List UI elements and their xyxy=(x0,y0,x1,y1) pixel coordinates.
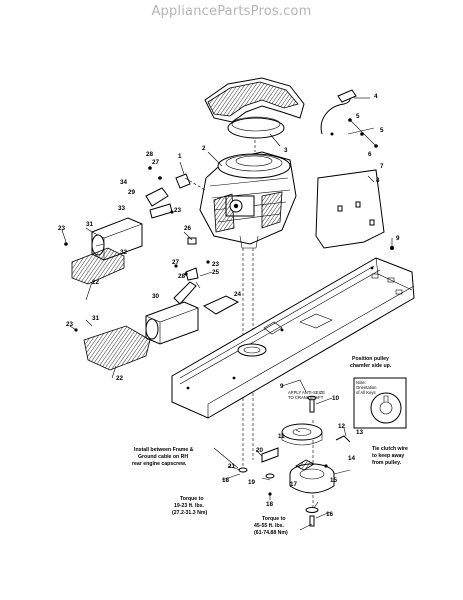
callout-18b: 18 xyxy=(266,501,274,508)
callout-3: 3 xyxy=(284,147,288,154)
watermark-text: AppliancePartsPros.com xyxy=(151,4,312,19)
callout-19: 19 xyxy=(248,479,256,486)
note-torque-b: Torque to 45-55 ft. lbs. (61-74.88 Nm) xyxy=(254,516,288,536)
callout-15: 15 xyxy=(330,477,338,484)
callout-23d: 23 xyxy=(212,261,220,268)
callout-32: 32 xyxy=(120,249,128,256)
callout-23b: 23 xyxy=(174,207,182,214)
callout-7: 7 xyxy=(380,163,384,170)
svg-text:TO CRANKSHAFT: TO CRANKSHAFT xyxy=(288,395,324,400)
svg-text:Install between Frame &: Install between Frame & xyxy=(134,447,194,453)
callout-9b: 9 xyxy=(280,383,284,390)
svg-text:chamfer side up.: chamfer side up. xyxy=(350,363,392,369)
callout-5: 5 xyxy=(356,113,360,120)
svg-text:(27.2-31.3 Nm): (27.2-31.3 Nm) xyxy=(172,510,207,516)
callout-29: 29 xyxy=(128,189,136,196)
callout-10: 10 xyxy=(332,395,340,402)
tractor-frame xyxy=(171,257,415,419)
engine-pulley xyxy=(281,423,351,446)
svg-text:Note:: Note: xyxy=(356,380,366,385)
callout-18: 18 xyxy=(222,477,230,484)
callout-28b: 28 xyxy=(178,273,186,280)
callout-13: 13 xyxy=(356,429,364,436)
svg-text:of All Keys: of All Keys xyxy=(356,390,376,395)
callout-27b: 27 xyxy=(172,259,180,266)
air-intake-shroud xyxy=(204,77,305,139)
callout-9: 9 xyxy=(396,235,400,242)
callout-30: 30 xyxy=(152,293,160,300)
callout-16: 16 xyxy=(326,511,334,518)
note-keys-orientation: Note: Orientation of All Keys xyxy=(356,380,377,395)
crank-bolt-and-washers xyxy=(238,395,317,496)
svg-text:Position pulley: Position pulley xyxy=(352,356,389,362)
callout-2: 2 xyxy=(202,145,206,152)
svg-text:APPLY ANTI-SEIZE: APPLY ANTI-SEIZE xyxy=(288,390,325,395)
note-pulley-chamfer: Position pulley chamfer side up. xyxy=(350,356,392,369)
callout-31b: 31 xyxy=(92,315,100,322)
callout-23c: 23 xyxy=(66,321,74,328)
svg-text:45-55 ft. lbs.: 45-55 ft. lbs. xyxy=(254,523,285,529)
callout-4: 4 xyxy=(374,93,378,100)
callout-8: 8 xyxy=(376,177,380,184)
svg-text:Torque to: Torque to xyxy=(262,516,286,522)
note-tie-clutch-wire: Tie clutch wire to keep away from pulley… xyxy=(372,446,408,466)
callout-12: 12 xyxy=(338,423,346,430)
callout-6: 6 xyxy=(368,151,372,158)
svg-text:to keep away: to keep away xyxy=(372,453,404,459)
callout-22: 22 xyxy=(92,279,100,286)
callout-21: 21 xyxy=(228,463,236,470)
callout-5b: 5 xyxy=(380,127,384,134)
callout-11: 11 xyxy=(278,433,285,440)
callout-20: 20 xyxy=(256,447,264,454)
pto-clutch-assembly xyxy=(289,459,335,527)
note-frame-ground: Install between Frame & Ground cable on … xyxy=(132,447,194,467)
lower-muffler-group xyxy=(74,237,240,371)
callout-28: 28 xyxy=(146,151,154,158)
callout-14: 14 xyxy=(348,455,356,462)
keys-orientation-inset xyxy=(353,377,407,429)
note-anti-seize: APPLY ANTI-SEIZE TO CRANKSHAFT xyxy=(288,390,325,400)
svg-text:(61-74.88 Nm): (61-74.88 Nm) xyxy=(254,530,288,536)
part-callouts: 1 2 3 4 5 5 6 7 8 9 9 10 11 12 13 14 15 … xyxy=(58,93,400,518)
callout-1: 1 xyxy=(178,153,182,160)
callout-17: 17 xyxy=(290,481,298,488)
heat-shield xyxy=(315,169,394,250)
svg-text:rear engine capscrew.: rear engine capscrew. xyxy=(132,461,187,467)
note-torque-a: Torque to 19-23 ft. lbs. (27.2-31.3 Nm) xyxy=(172,496,207,516)
engine-assembly xyxy=(199,151,297,249)
callout-34: 34 xyxy=(120,179,128,186)
callout-24: 24 xyxy=(234,291,242,298)
svg-text:Orientation: Orientation xyxy=(356,385,377,390)
callout-33: 33 xyxy=(118,205,126,212)
leader-lines xyxy=(61,97,393,531)
callout-31: 31 xyxy=(86,221,94,228)
svg-text:from pulley.: from pulley. xyxy=(372,460,402,466)
svg-text:19-23 ft. lbs.: 19-23 ft. lbs. xyxy=(174,503,205,509)
callout-25: 25 xyxy=(212,269,220,276)
callout-22b: 22 xyxy=(116,375,124,382)
callout-26: 26 xyxy=(184,225,192,232)
svg-text:Tie clutch wire: Tie clutch wire xyxy=(372,446,408,452)
callout-27: 27 xyxy=(152,159,160,166)
svg-text:Ground cable on RH: Ground cable on RH xyxy=(138,454,188,460)
upper-muffler-group xyxy=(64,166,191,285)
svg-text:Torque to: Torque to xyxy=(180,496,204,502)
callout-23: 23 xyxy=(58,225,66,232)
throttle-cable xyxy=(320,89,378,148)
